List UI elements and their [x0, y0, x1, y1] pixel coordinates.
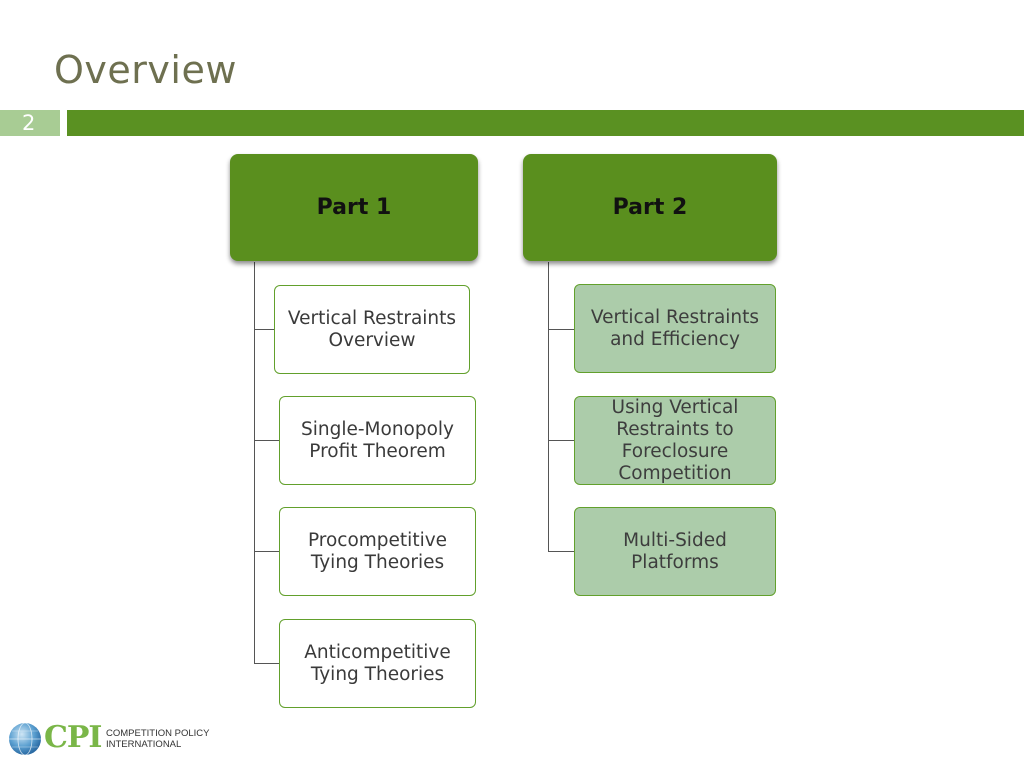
part1-item-vertical-restraints-overview: Vertical Restraints Overview	[274, 285, 470, 374]
slide-title: Overview	[54, 48, 237, 92]
cpi-logo-text: COMPETITION POLICY INTERNATIONAL	[106, 728, 216, 750]
part2-header: Part 2	[523, 154, 777, 261]
part2-trunk-line	[548, 262, 549, 551]
part2-branch-line	[548, 329, 574, 330]
title-accent-bar	[67, 110, 1024, 136]
globe-icon	[9, 722, 41, 756]
cpi-logo-mark: CPI	[44, 720, 102, 755]
part1-branch-line	[254, 329, 274, 330]
cpi-logo-line2: INTERNATIONAL	[106, 739, 182, 750]
part1-header: Part 1	[230, 154, 478, 261]
part1-branch-line	[254, 440, 279, 441]
slide-number: 2	[0, 110, 60, 136]
part2-branch-line	[548, 440, 574, 441]
part1-trunk-line	[254, 262, 255, 663]
part1-branch-line	[254, 551, 279, 552]
part1-item-procompetitive-tying: Procompetitive Tying Theories	[279, 507, 476, 596]
part2-branch-line	[548, 551, 574, 552]
cpi-logo-line1: COMPETITION POLICY	[106, 728, 210, 739]
part2-item-multi-sided-platforms: Multi-Sided Platforms	[574, 507, 776, 596]
part1-item-anticompetitive-tying: Anticompetitive Tying Theories	[279, 619, 476, 708]
part2-item-vertical-restraints-efficiency: Vertical Restraints and Efficiency	[574, 284, 776, 373]
part1-branch-line	[254, 663, 279, 664]
part2-item-foreclosure-competition: Using Vertical Restraints to Foreclosure…	[574, 396, 776, 485]
part1-item-single-monopoly-profit-theorem: Single-Monopoly Profit Theorem	[279, 396, 476, 485]
